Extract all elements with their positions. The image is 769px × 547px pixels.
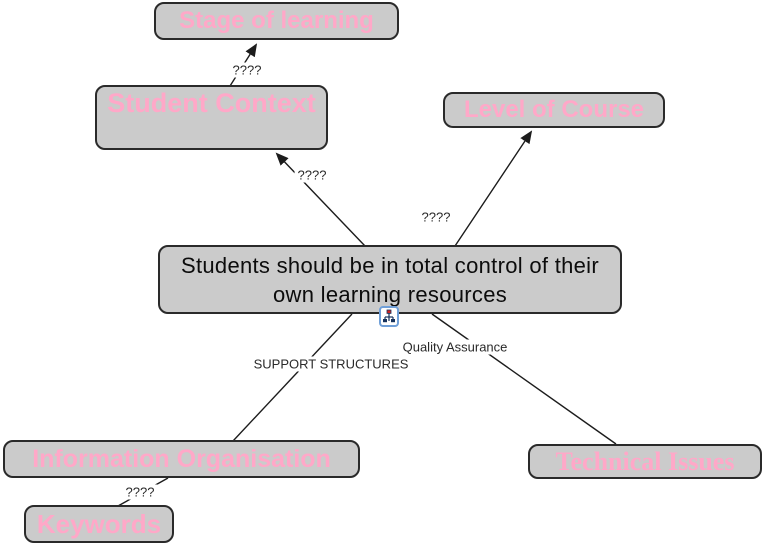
- link-label-quality-assurance[interactable]: Quality Assurance: [399, 339, 511, 355]
- connector-line-main-to-level: [454, 130, 533, 247]
- link-label-student-to-stage[interactable]: ????: [229, 62, 265, 78]
- connector-line-main-to-tech: [431, 313, 617, 445]
- link-label-main-to-student[interactable]: ????: [294, 167, 330, 183]
- link-label-infoorg-to-keywords[interactable]: ????: [122, 484, 158, 500]
- concept-node-main-statement[interactable]: Students should be in total control of t…: [158, 245, 622, 314]
- cmap-resource-icon[interactable]: [379, 306, 399, 327]
- link-label-support-structures[interactable]: SUPPORT STRUCTURES: [250, 356, 412, 372]
- concept-node-technical-issues[interactable]: Technical Issues: [528, 444, 762, 479]
- concept-node-information-organisation[interactable]: Information Organisation: [3, 440, 360, 478]
- connector-line-main-to-student: [275, 152, 366, 247]
- concept-node-student-context[interactable]: Student Context: [95, 85, 328, 150]
- link-label-main-to-level[interactable]: ????: [418, 209, 454, 225]
- concept-node-stage-of-learning[interactable]: Stage of learning: [154, 2, 399, 40]
- concept-node-level-of-course[interactable]: Level of Course: [443, 92, 665, 128]
- concept-node-keywords[interactable]: Keywords: [24, 505, 174, 543]
- connector-line-main-to-infoorg: [232, 313, 353, 442]
